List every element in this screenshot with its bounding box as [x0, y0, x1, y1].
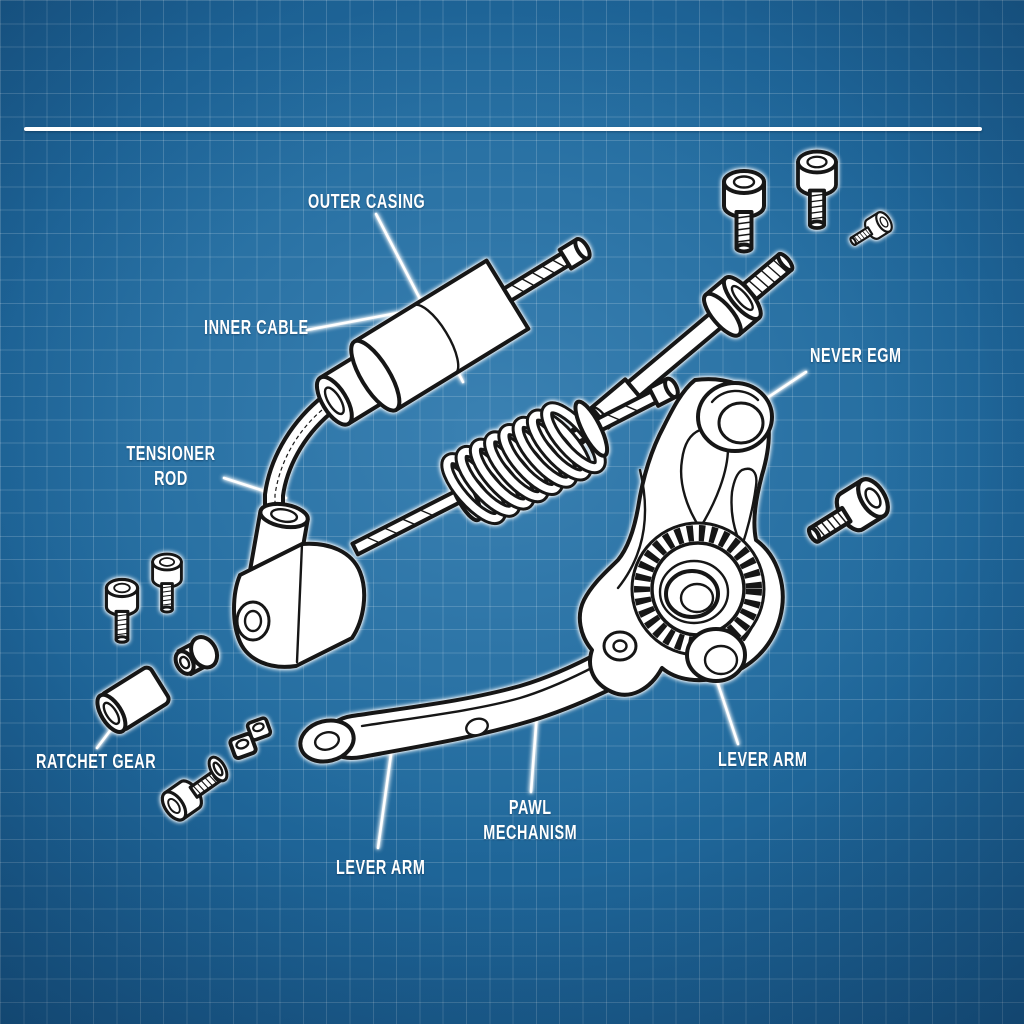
label-tensioner-rod-line1: TENSIONER [126, 443, 216, 465]
part-outer-casing-assembly [263, 236, 592, 531]
leader-lever-arm-right [712, 670, 740, 746]
part-ratchet-lever-body [577, 377, 785, 697]
label-tensioner-rod-line2: ROD [154, 468, 188, 490]
stepped-connector [844, 208, 897, 253]
label-ratchet-gear: RATCHET GEAR [36, 750, 203, 775]
spacer-sleeve [95, 665, 171, 734]
label-lever-arm-right-text: LEVER ARM [718, 749, 808, 771]
label-tensioner-rod: TENSIONER ROD [96, 442, 246, 492]
label-inner-cable: INNER CABLE [204, 316, 349, 341]
side-bolt [800, 474, 894, 554]
socket-bolt-left-2 [151, 552, 183, 614]
label-lever-arm-bottom: LEVER ARM [336, 856, 460, 881]
fasteners [95, 149, 897, 826]
part-cable-tensioner-block [232, 501, 367, 669]
label-outer-casing-text: OUTER CASING [308, 191, 426, 213]
body-lower-hub [685, 627, 747, 683]
label-never-egm: NEVER EGM [810, 344, 937, 369]
body-top-pivot [696, 381, 774, 453]
washer [207, 755, 229, 783]
label-lever-arm-right: LEVER ARM [718, 748, 842, 773]
socket-bolt-top-2 [796, 149, 838, 230]
label-ratchet-gear-text: RATCHET GEAR [36, 751, 157, 773]
label-never-egm-text: NEVER EGM [810, 345, 902, 367]
square-nut-2 [245, 716, 273, 742]
label-pawl-mechanism-line1: PAWL [508, 797, 552, 819]
socket-bolt-left-1 [104, 577, 140, 644]
leader-lever-arm-bottom [376, 738, 395, 850]
label-inner-cable-text: INNER CABLE [204, 317, 309, 339]
part-ratchet-gear-wheel [630, 521, 766, 657]
square-nut-1 [228, 731, 258, 761]
label-outer-casing: OUTER CASING [308, 190, 471, 215]
label-lever-arm-bottom-text: LEVER ARM [336, 857, 426, 879]
label-pawl-mechanism-line2: MECHANISM [483, 822, 577, 844]
label-pawl-mechanism: PAWL MECHANISM [455, 796, 605, 846]
top-rule-line [24, 127, 982, 131]
socket-bolt-top-1 [722, 169, 766, 254]
flanged-nut [173, 635, 220, 677]
part-spring-assembly [350, 376, 680, 557]
body-left-eyelet [602, 630, 638, 662]
